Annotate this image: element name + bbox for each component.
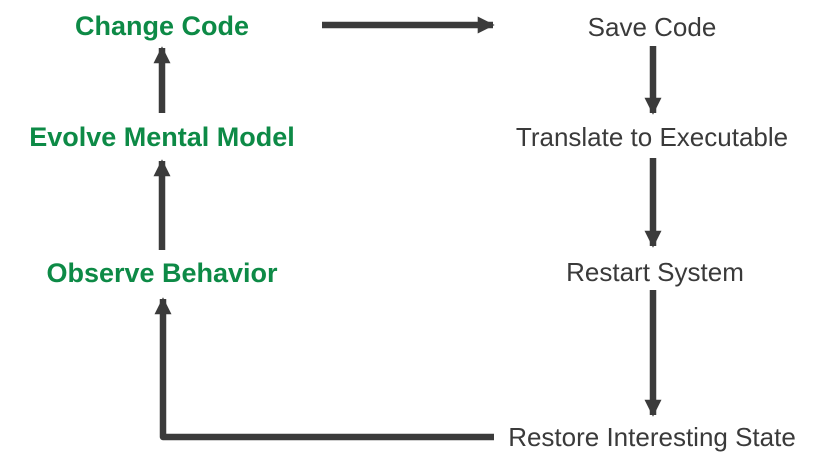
node-restart-system: Restart System xyxy=(566,257,744,287)
node-observe-behavior: Observe Behavior xyxy=(46,258,278,288)
node-restore-interesting-state: Restore Interesting State xyxy=(508,422,796,452)
node-translate-to-executable: Translate to Executable xyxy=(515,122,789,152)
arrow-restore-state-to-observe-behavior xyxy=(154,297,494,441)
node-save-code: Save Code xyxy=(587,12,717,42)
node-evolve-mental-model: Evolve Mental Model xyxy=(29,122,295,152)
node-change-code: Change Code xyxy=(74,11,250,41)
